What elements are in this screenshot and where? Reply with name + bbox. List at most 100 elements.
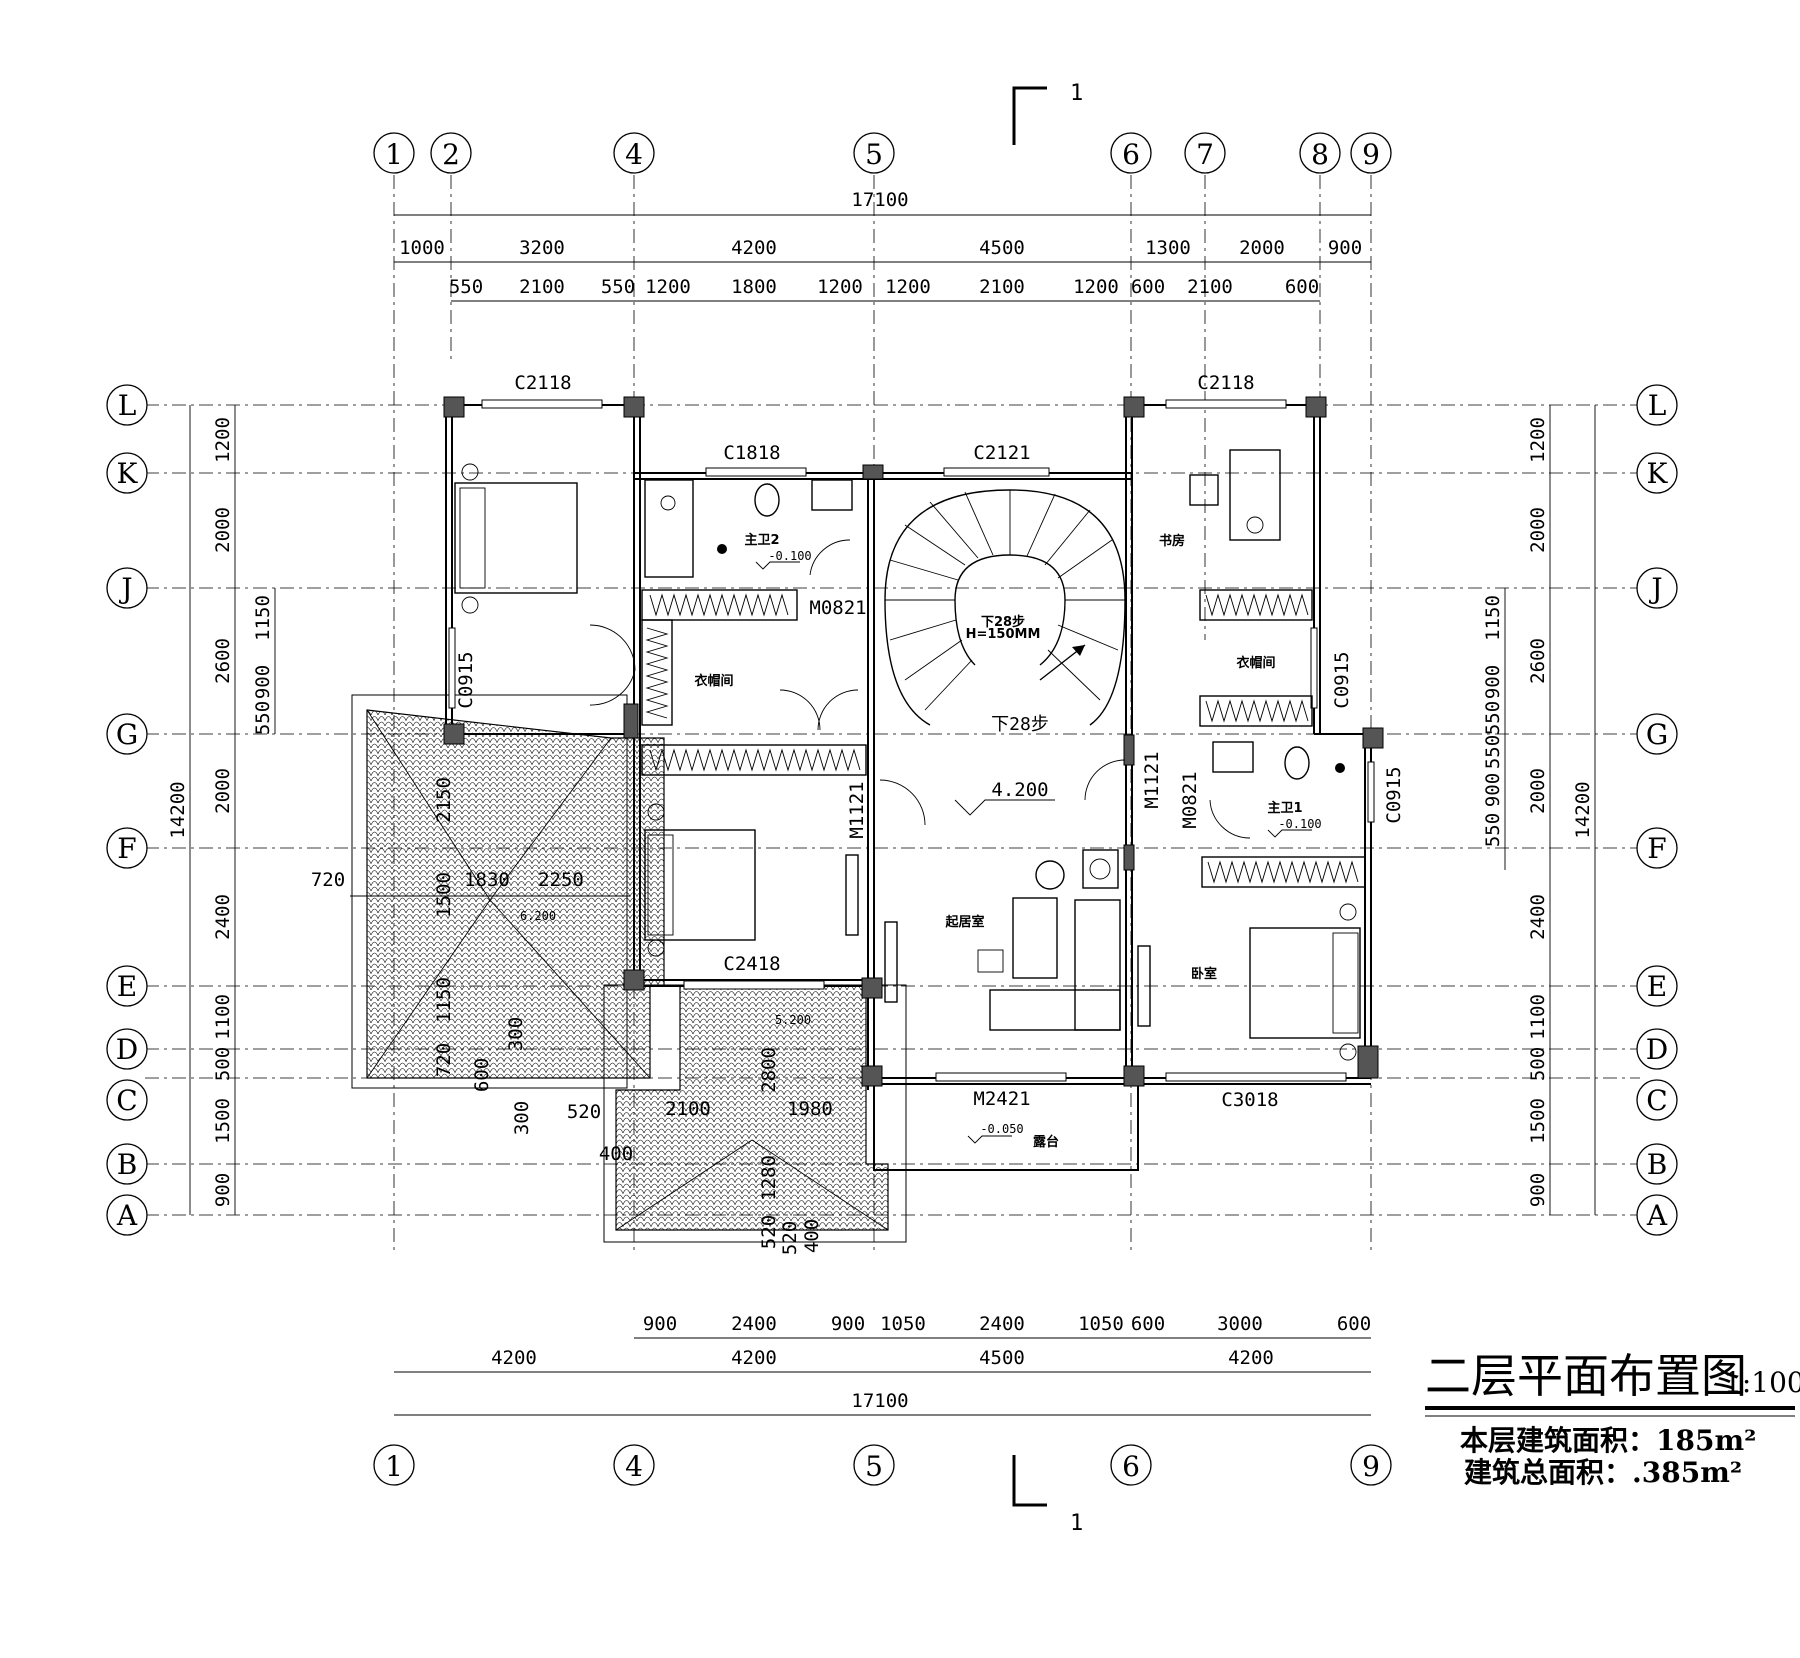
svg-text:1200: 1200 xyxy=(645,276,691,298)
svg-text:600: 600 xyxy=(1337,1313,1371,1335)
svg-text:1: 1 xyxy=(1070,1511,1083,1536)
room-label-terrace: 露台 xyxy=(1033,1134,1059,1150)
svg-text:J: J xyxy=(118,572,132,605)
axis-bubble-label: 1 xyxy=(385,1450,403,1483)
svg-text:4200: 4200 xyxy=(1228,1347,1274,1369)
axis-bubble-label: 1 xyxy=(385,138,403,171)
svg-text:C2418: C2418 xyxy=(723,953,780,975)
svg-text:900: 900 xyxy=(1482,665,1504,699)
svg-text:4200: 4200 xyxy=(491,1347,537,1369)
svg-text:C: C xyxy=(116,1084,137,1117)
svg-text:600: 600 xyxy=(1131,1313,1165,1335)
svg-text:1200: 1200 xyxy=(1527,417,1549,463)
svg-text:3200: 3200 xyxy=(519,237,565,259)
svg-text:1150: 1150 xyxy=(433,977,455,1023)
svg-text:K: K xyxy=(1647,457,1669,490)
wardrobes xyxy=(641,589,1366,888)
svg-text:H=150MM: H=150MM xyxy=(966,627,1041,642)
svg-text:2000: 2000 xyxy=(212,507,234,553)
svg-text:C0915: C0915 xyxy=(1331,651,1353,708)
svg-text:1150: 1150 xyxy=(1482,595,1504,641)
svg-text:D: D xyxy=(116,1033,138,1066)
axis-bubble-label: 9 xyxy=(1362,138,1380,171)
drawing-scale: 1:100 xyxy=(1724,1366,1800,1399)
svg-text:550: 550 xyxy=(1482,701,1504,735)
svg-text:17100: 17100 xyxy=(851,1390,908,1412)
roof-dimensions: 720 1830 2250 2150 1500 1150 720 600 300… xyxy=(311,777,833,1255)
axis-bubble-label: 5 xyxy=(865,1450,883,1483)
columns xyxy=(443,396,1384,1087)
svg-text:M1121: M1121 xyxy=(846,781,868,838)
room-labels: 主卫2 主卫1 衣帽间 衣帽间 书房 起居室 卧室 露台 xyxy=(694,532,1302,1150)
level-marks: 4.200 -0.100 -0.100 -0.050 6.200 5.200 xyxy=(520,549,1322,1144)
svg-text:14200: 14200 xyxy=(167,781,189,838)
svg-text:G: G xyxy=(1646,718,1668,751)
svg-text:下28步: 下28步 xyxy=(991,714,1049,735)
room-label-study: 书房 xyxy=(1159,533,1185,549)
svg-text:1500: 1500 xyxy=(212,1098,234,1144)
svg-text:600: 600 xyxy=(1285,276,1319,298)
svg-text:2400: 2400 xyxy=(1527,894,1549,940)
svg-text:3000: 3000 xyxy=(1217,1313,1263,1335)
svg-text:A: A xyxy=(1646,1199,1668,1232)
left-dimensions: 14200 1200 2000 2600 2000 2400 1100 500 … xyxy=(167,405,276,1215)
svg-text:4200: 4200 xyxy=(731,237,777,259)
room-label-closet-right: 衣帽间 xyxy=(1236,655,1275,671)
axis-bubbles-right: L K J G F E D C B A xyxy=(1636,384,1678,1236)
axis-bubble-label: 8 xyxy=(1311,138,1329,171)
svg-text:C2118: C2118 xyxy=(514,372,571,394)
opening-labels: C2118 C2118 C1818 C2121 M0821 M0821 M112… xyxy=(455,372,1405,1111)
svg-text:1100: 1100 xyxy=(1527,994,1549,1040)
svg-text:1200: 1200 xyxy=(1073,276,1119,298)
svg-text:900: 900 xyxy=(831,1313,865,1335)
svg-text:G: G xyxy=(116,718,138,751)
svg-text:1200: 1200 xyxy=(817,276,863,298)
drawing-title: 二层平面布置图 xyxy=(1425,1349,1747,1403)
svg-text:2800: 2800 xyxy=(758,1047,780,1093)
svg-text:1: 1 xyxy=(1070,81,1083,106)
svg-text:900: 900 xyxy=(212,1173,234,1207)
windows xyxy=(448,399,1375,1082)
svg-text:900: 900 xyxy=(1328,237,1362,259)
svg-text:300: 300 xyxy=(505,1017,527,1051)
svg-text:C2121: C2121 xyxy=(973,442,1030,464)
bottom-dimensions: 900 2400 900 1050 2400 1050 600 3000 600… xyxy=(394,1313,1371,1416)
svg-text:B: B xyxy=(1647,1148,1668,1181)
svg-text:900: 900 xyxy=(252,665,274,699)
svg-text:2000: 2000 xyxy=(212,768,234,814)
svg-text:1200: 1200 xyxy=(212,417,234,463)
svg-text:1300: 1300 xyxy=(1145,237,1191,259)
svg-text:2000: 2000 xyxy=(1239,237,1285,259)
svg-text:1280: 1280 xyxy=(758,1155,780,1201)
svg-text:720: 720 xyxy=(311,869,345,891)
svg-text:1980: 1980 xyxy=(787,1098,833,1120)
svg-text:2100: 2100 xyxy=(1187,276,1233,298)
svg-text:J: J xyxy=(1648,572,1662,605)
svg-text:F: F xyxy=(117,832,136,865)
svg-text:C: C xyxy=(1646,1084,1667,1117)
svg-text:E: E xyxy=(117,970,137,1003)
roof-right xyxy=(603,984,907,1243)
svg-text:6.200: 6.200 xyxy=(520,909,556,923)
bath-fixtures xyxy=(644,479,1345,780)
svg-text:1200: 1200 xyxy=(885,276,931,298)
svg-text:600: 600 xyxy=(471,1058,493,1092)
axis-bubble-label: 2 xyxy=(442,138,460,171)
svg-text:550: 550 xyxy=(449,276,483,298)
axis-bubbles-bottom: 1 4 5 6 9 xyxy=(373,1444,1392,1486)
svg-text:17100: 17100 xyxy=(851,189,908,211)
right-dimensions: 14200 1200 2000 2600 2000 2400 1100 500 … xyxy=(1482,405,1596,1215)
svg-text:E: E xyxy=(1647,970,1667,1003)
svg-text:-0.100: -0.100 xyxy=(768,549,811,563)
svg-text:C0915: C0915 xyxy=(1383,766,1405,823)
svg-text:2150: 2150 xyxy=(433,777,455,823)
top-dimensions: 17100 1000 3200 4200 4500 1300 2000 900 … xyxy=(394,189,1371,302)
section-mark-top: 1 xyxy=(1012,81,1083,145)
svg-text:2100: 2100 xyxy=(665,1098,711,1120)
svg-text:4200: 4200 xyxy=(731,1347,777,1369)
svg-text:M0821: M0821 xyxy=(809,597,866,619)
axis-bubble-label: 6 xyxy=(1122,1450,1140,1483)
axis-bubbles-left: L K J G F E D C B A xyxy=(106,384,148,1236)
axis-bubble-label: 4 xyxy=(625,138,643,171)
